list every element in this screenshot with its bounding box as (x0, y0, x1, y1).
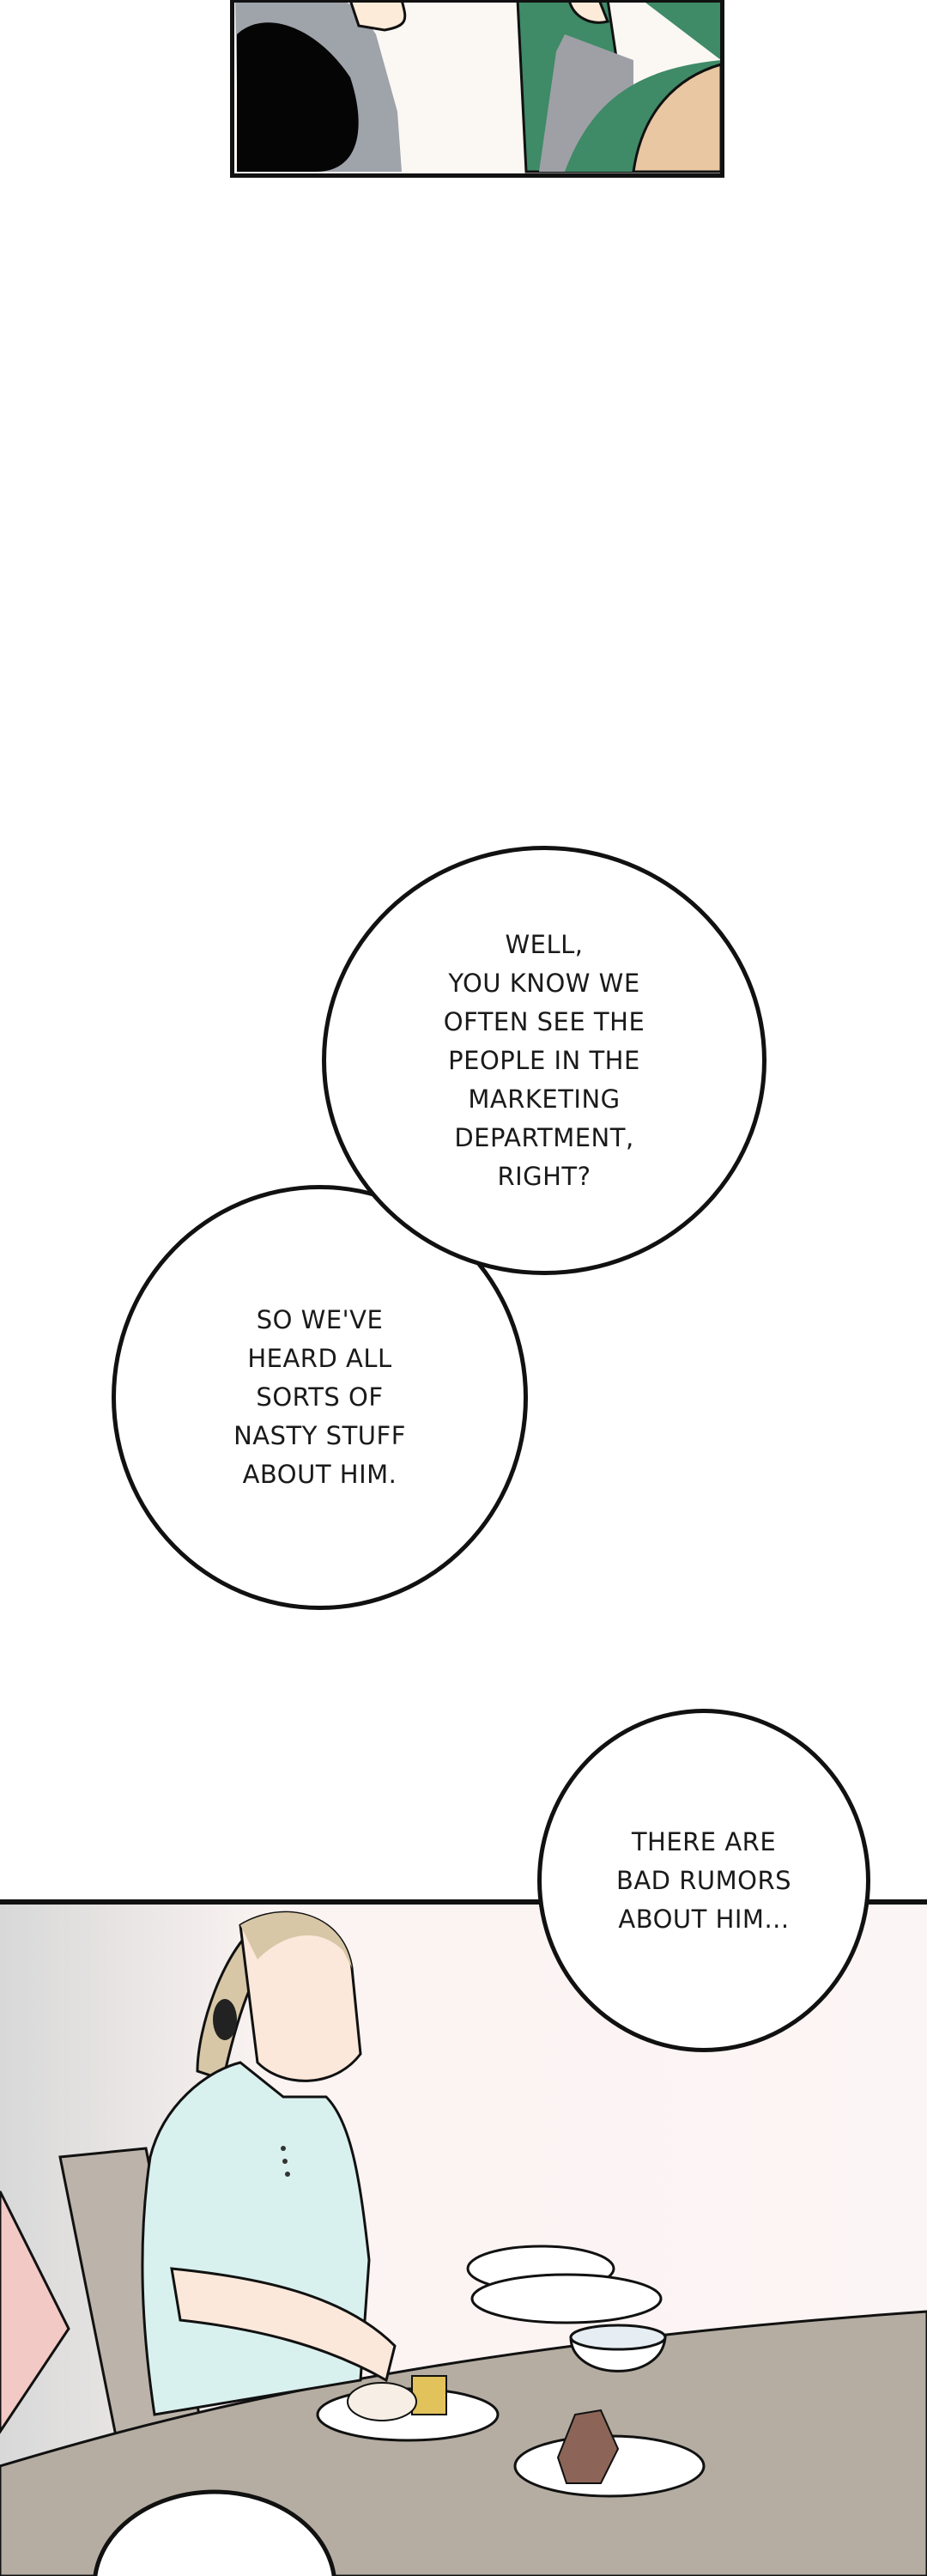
comic-panel-top (230, 0, 724, 178)
speech-bubble-text: THERE ARE BAD RUMORS ABOUT HIM... (615, 1826, 792, 1934)
panel-illustration-dining (0, 1899, 927, 2576)
speech-bubble-text: SO WE'VE HEARD ALL SORTS OF NASTY STUFF … (233, 1305, 406, 1489)
speech-bubble-1: WELL, YOU KNOW WE OFTEN SEE THE PEOPLE I… (322, 846, 766, 1275)
comic-panel-dining (0, 1899, 927, 2576)
panel-illustration-top (230, 0, 724, 178)
speech-bubble-3: THERE ARE BAD RUMORS ABOUT HIM... (537, 1709, 870, 2052)
speech-bubble-text: WELL, YOU KNOW WE OFTEN SEE THE PEOPLE I… (443, 929, 645, 1191)
